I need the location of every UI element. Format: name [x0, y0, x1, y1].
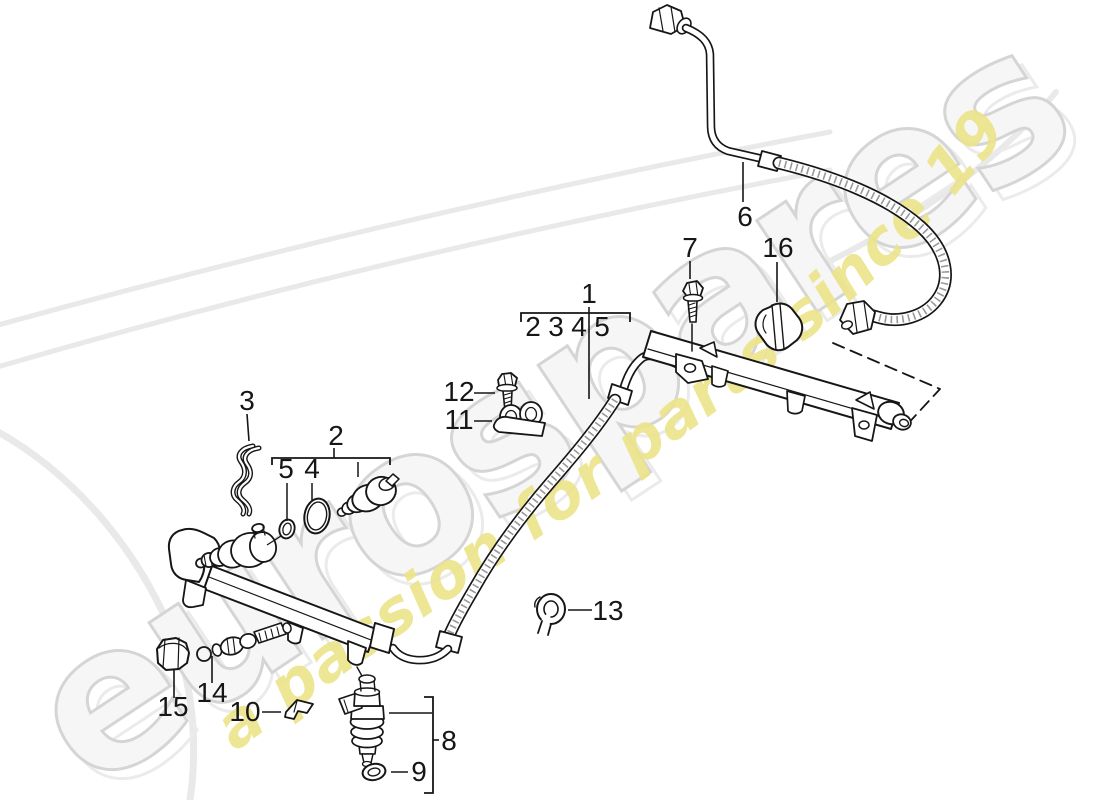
part-label-9: 9 [411, 756, 427, 787]
rail-end-port [898, 418, 910, 428]
oring-small-part-5 [278, 518, 296, 540]
cap-part-15 [156, 637, 190, 671]
part-label-12: 12 [443, 376, 474, 407]
rail-tab-left-hole [683, 363, 697, 373]
part-label-6: 6 [737, 201, 753, 232]
watermark-swoosh-right [825, 89, 1059, 265]
fuel-rail-right [642, 330, 912, 442]
bracket-assembly-1 [520, 312, 631, 322]
oring-large-part-4 [303, 497, 331, 535]
part-label-5: 5 [278, 453, 294, 484]
regulator-holder [167, 528, 221, 583]
leader-oring5-seat [266, 535, 282, 546]
bracket-regulator-2 [271, 457, 391, 465]
bracket-8 [424, 696, 434, 794]
part-label-10: 10 [229, 696, 260, 727]
hose-ferrule [435, 630, 463, 654]
line-fitting-top [649, 4, 686, 35]
leader-3 [246, 413, 250, 442]
bleeder-valve-part-14 [196, 622, 292, 662]
rail-fin-left [699, 341, 718, 358]
part-label-3: 3 [239, 385, 255, 416]
callout-leaders [173, 162, 778, 794]
fuel-rail-right-bar [642, 330, 900, 430]
part-label-2: 2 [328, 420, 344, 451]
part-label-7: 7 [682, 232, 698, 263]
part-label-8: 8 [441, 725, 457, 756]
part-label-14: 14 [196, 677, 227, 708]
rail-port-injector [347, 640, 367, 666]
rail-stub-2 [786, 390, 806, 415]
clip-part-16 [754, 302, 804, 352]
bracket1-label-2: 2 [525, 311, 541, 342]
clip-part-13 [534, 593, 566, 636]
bracket1-label-4: 4 [571, 311, 587, 342]
part-label-16: 16 [762, 232, 793, 263]
rail-tab-right-hole [858, 420, 870, 430]
part-label-1: 1 [581, 278, 597, 309]
watermark-swoosh-top [0, 129, 833, 328]
bolt-part-7 [682, 280, 704, 352]
pressure-regulator-installed [195, 522, 277, 569]
rail-stub-1 [711, 365, 729, 388]
watermark-swoosh-top2 [0, 167, 833, 369]
injector-part-8 [338, 674, 385, 768]
diagram-drawing [156, 4, 952, 782]
regulator-holder-foot [182, 579, 207, 609]
fitting-opening [840, 320, 854, 330]
retaining-clip-part-3 [230, 443, 262, 517]
part-label-15: 15 [157, 691, 188, 722]
watermark-swoosh-left [0, 429, 198, 800]
connection-dashed-line [832, 342, 941, 430]
oring-part-9 [361, 762, 387, 782]
callout-labels: 1 2 3 4 5 6 7 16 12 11 3 2 5 4 13 14 15 … [157, 201, 793, 787]
bracket1-label-3: 3 [548, 311, 564, 342]
part-label-13: 13 [592, 595, 623, 626]
clip-part-10 [284, 699, 314, 720]
bracket1-label-5: 5 [594, 311, 610, 342]
rail-port-valve [287, 621, 304, 645]
fuel-rail-left-bar-edge [208, 576, 372, 641]
part-label-11: 11 [444, 404, 473, 435]
injector-fit-line [356, 666, 363, 677]
rail-end-clamp [369, 622, 395, 654]
clamp-part-11 [492, 401, 546, 437]
pressure-regulator-part-2 [336, 473, 400, 517]
crossover-hose-braided [388, 393, 622, 665]
rail-fin-right [855, 391, 875, 410]
part-label-4: 4 [304, 453, 320, 484]
fuel-supply-line [649, 4, 952, 430]
